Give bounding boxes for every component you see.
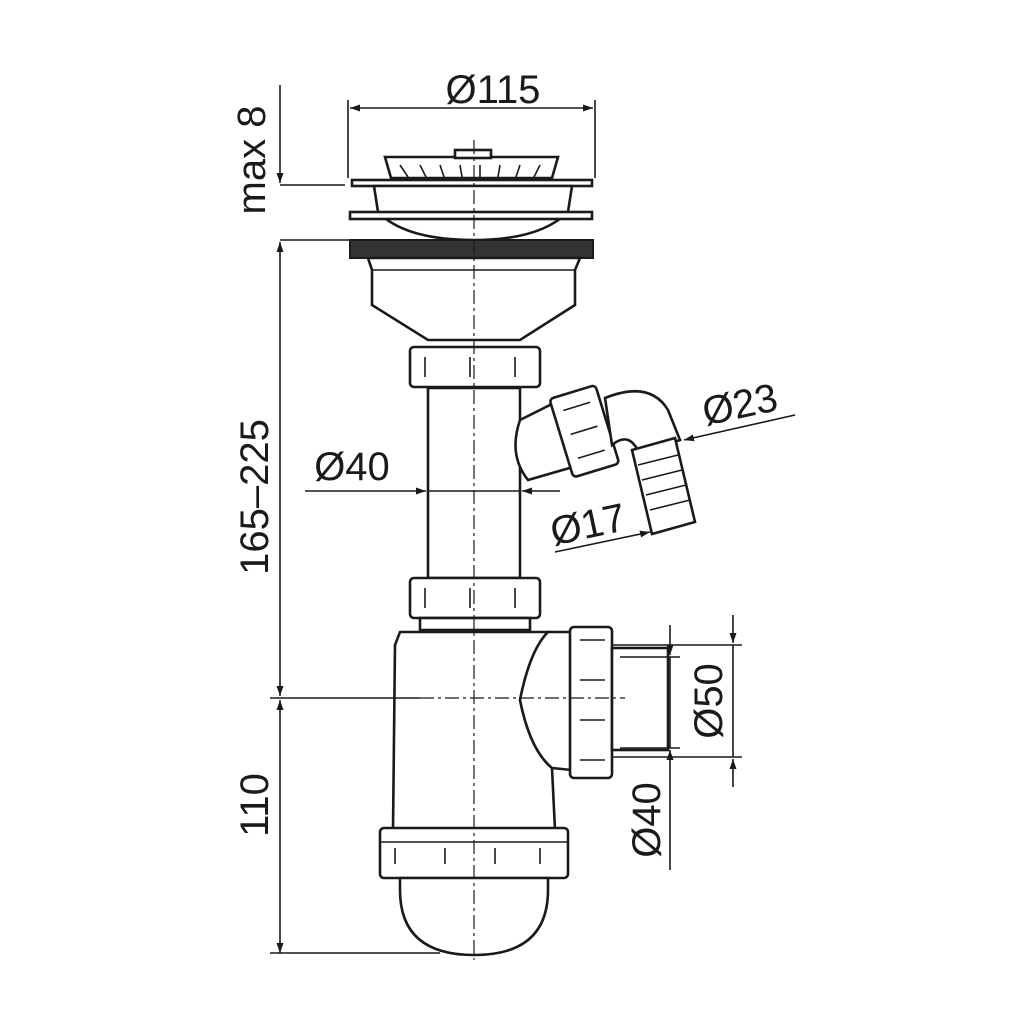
sink-gasket [349, 239, 594, 259]
dimension-lines [270, 85, 796, 954]
label-strainer-diameter: Ø115 [446, 68, 541, 112]
label-hose-outer: Ø23 [698, 376, 781, 435]
label-max-thickness: max 8 [230, 106, 274, 215]
label-outlet-inner: Ø40 [625, 782, 669, 858]
middle-nut [408, 576, 542, 632]
upper-nut [408, 345, 542, 389]
label-outlet-outer: Ø50 [687, 663, 731, 739]
appliance-hose-connector [514, 384, 697, 536]
label-pipe-diameter: Ø40 [314, 445, 390, 489]
label-height-range: 165–225 [233, 419, 277, 575]
bottle-trap [378, 625, 670, 957]
label-trap-depth: 110 [233, 773, 277, 837]
label-hose-inner: Ø17 [546, 496, 629, 555]
strainer-basket [348, 148, 594, 259]
